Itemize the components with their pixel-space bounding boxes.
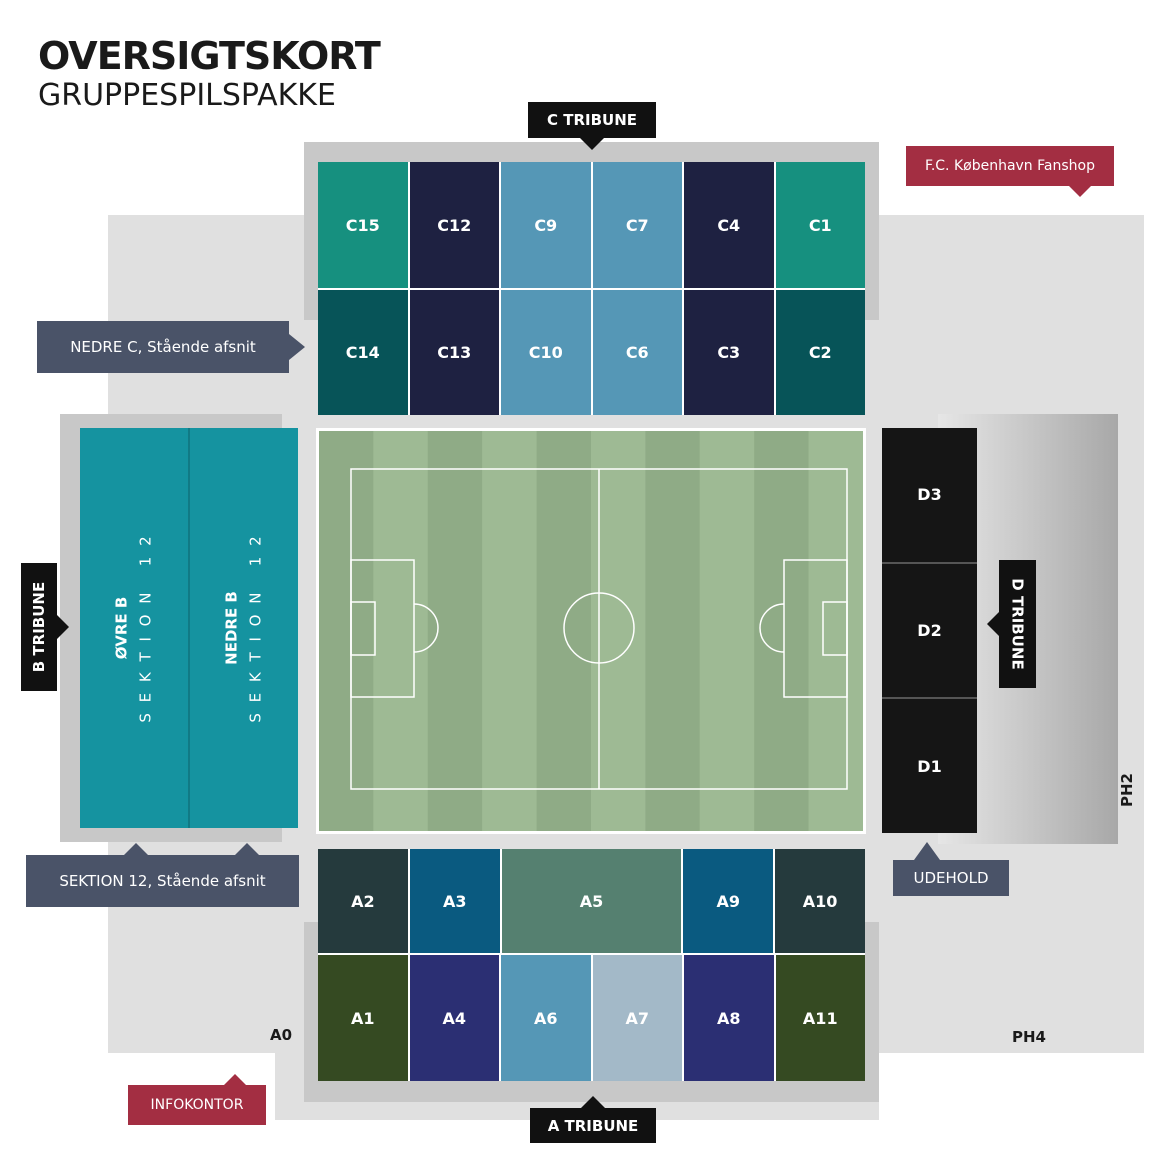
section-label: C9 (534, 215, 558, 235)
udehold-pointer (914, 842, 940, 860)
section-label: A2 (351, 891, 375, 911)
section-c1[interactable]: C1 (775, 162, 865, 288)
pitch-markings (319, 431, 863, 831)
pitch-stripe (319, 431, 374, 831)
sektion12-callout[interactable]: SEKTION 12, Stående afsnit (26, 855, 299, 907)
section-d2[interactable]: D2 (882, 563, 977, 698)
gate-ph4: PH4 (1012, 1028, 1046, 1046)
section-c6[interactable]: C6 (592, 290, 682, 415)
a-tribune-label: A TRIBUNE (530, 1108, 656, 1143)
section-c3[interactable]: C3 (684, 290, 774, 415)
section-c4[interactable]: C4 (684, 162, 774, 288)
section-c14[interactable]: C14 (318, 290, 408, 415)
a-tribune-pointer (581, 1096, 605, 1108)
ovre-b-sektion: S E K T I O N 1 2 (137, 533, 155, 723)
infokontor-callout[interactable]: INFOKONTOR (128, 1085, 266, 1125)
b-tribune-pointer (57, 615, 69, 639)
c-tribune-label: C TRIBUNE (528, 102, 656, 138)
pitch-stripe (699, 431, 755, 831)
sektion12-pointer-left (124, 843, 148, 855)
section-a4[interactable]: A4 (409, 955, 499, 1081)
c-stand: C15 C12 C9 C7 C4 C1 C14 C13 C10 C6 C3 C2 (318, 162, 865, 415)
section-label: C1 (808, 215, 832, 235)
map-title: OVERSIGTSKORT (38, 34, 381, 78)
section-a2[interactable]: A2 (318, 849, 408, 953)
section-c13[interactable]: C13 (409, 290, 499, 415)
section-label: A5 (579, 891, 604, 911)
section-label: C7 (625, 215, 649, 235)
section-c15[interactable]: C15 (318, 162, 408, 288)
section-d1[interactable]: D1 (882, 699, 977, 834)
section-label: D2 (917, 621, 942, 640)
section-label: A11 (802, 1008, 838, 1028)
section-nedre-b[interactable]: NEDRE B S E K T I O N 1 2 (190, 428, 298, 828)
udehold-callout[interactable]: UDEHOLD (893, 860, 1009, 896)
section-a10[interactable]: A10 (775, 849, 865, 953)
pitch-stripe (808, 431, 863, 831)
sektion12-pointer-right (235, 843, 259, 855)
gate-a0: A0 (270, 1026, 293, 1044)
pitch-stripe (482, 431, 537, 831)
section-label: C2 (808, 343, 832, 362)
nedre-c-callout[interactable]: NEDRE C, Stående afsnit (37, 321, 289, 373)
ovre-b-label: ØVRE B (113, 596, 131, 660)
section-label: C14 (345, 343, 380, 362)
section-a7[interactable]: A7 (592, 955, 682, 1081)
section-label: C6 (625, 343, 649, 362)
section-label: A9 (716, 891, 740, 911)
section-label: A3 (442, 891, 467, 911)
b-tribune-label: B TRIBUNE (21, 563, 57, 691)
map-subtitle: GRUPPESPILSPAKKE (38, 78, 336, 113)
section-c10[interactable]: C10 (501, 290, 591, 415)
gate-ph2: PH2 (1118, 773, 1137, 807)
section-label: C4 (717, 215, 741, 235)
d-tribune-label: D TRIBUNE (999, 560, 1036, 688)
section-ovre-b[interactable]: ØVRE B S E K T I O N 1 2 (80, 428, 188, 828)
fanshop-pointer (1069, 186, 1091, 197)
fanshop-callout[interactable]: F.C. København Fanshop (906, 146, 1114, 186)
section-c2[interactable]: C2 (775, 290, 865, 415)
nedre-b-sektion: S E K T I O N 1 2 (247, 533, 265, 723)
section-c9[interactable]: C9 (501, 162, 591, 288)
pitch-stripe (427, 431, 483, 831)
section-label: C3 (717, 343, 741, 362)
section-a9[interactable]: A9 (683, 849, 774, 953)
section-c12[interactable]: C12 (409, 162, 499, 288)
section-a11[interactable]: A11 (775, 955, 865, 1081)
section-label: A4 (442, 1008, 466, 1028)
section-label: D3 (917, 485, 942, 505)
pitch-stripe (373, 431, 428, 831)
nedre-c-pointer (289, 334, 305, 360)
section-label: A7 (625, 1008, 649, 1028)
section-a8[interactable]: A8 (684, 955, 774, 1081)
c-tribune-pointer (580, 138, 604, 150)
section-d3[interactable]: D3 (882, 428, 977, 562)
pitch-stripe (645, 431, 700, 831)
pitch-stripe (754, 431, 809, 831)
pitch (316, 428, 866, 834)
pitch-stripe (591, 431, 646, 831)
section-label: A8 (716, 1008, 741, 1028)
section-label: A6 (533, 1008, 558, 1028)
nedre-b-label: NEDRE B (223, 591, 241, 665)
infokontor-pointer (224, 1074, 246, 1085)
section-c7[interactable]: C7 (592, 162, 682, 288)
d-tribune-pointer (987, 612, 999, 636)
section-a5[interactable]: A5 (501, 849, 682, 953)
section-label: C12 (437, 215, 472, 235)
section-label: C15 (345, 215, 380, 235)
section-a6[interactable]: A6 (501, 955, 591, 1081)
section-label: C10 (528, 343, 563, 362)
section-label: D1 (917, 756, 942, 776)
a-stand: A2 A3 A5 A9 A10 A1 A4 A6 A7 A8 A11 (318, 849, 865, 1081)
section-label: C13 (437, 343, 472, 362)
b-stand: ØVRE B S E K T I O N 1 2 NEDRE B S E K T… (80, 428, 298, 828)
section-a3[interactable]: A3 (409, 849, 500, 953)
section-label: A10 (802, 891, 838, 911)
section-a1[interactable]: A1 (318, 955, 408, 1081)
section-label: A1 (350, 1008, 375, 1028)
